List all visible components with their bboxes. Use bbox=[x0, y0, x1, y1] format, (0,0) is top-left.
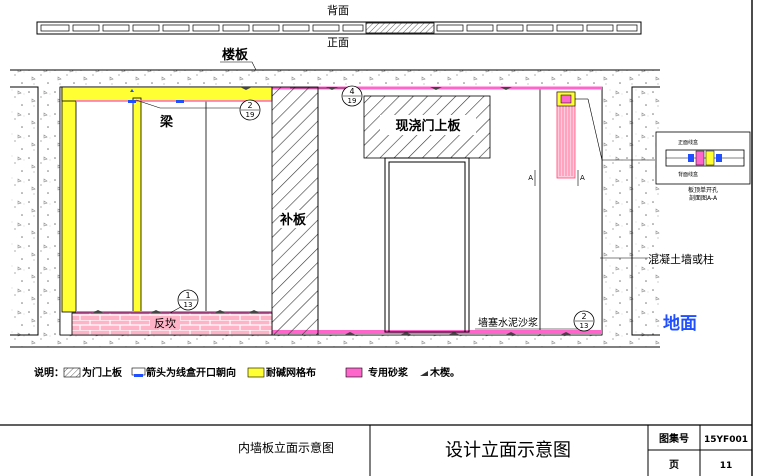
legend-title: 说明： bbox=[34, 366, 64, 379]
atlas-number-value: 15YF001 bbox=[704, 435, 748, 445]
door-lintel-label-bg bbox=[380, 115, 476, 135]
strip-hatched-segment bbox=[365, 22, 435, 34]
brick-base-label-bg bbox=[150, 316, 180, 329]
door-lintel-label: 现浇门上板 bbox=[395, 118, 461, 134]
left-mesh-strip bbox=[61, 86, 77, 313]
panel-strip: 背面 正面 bbox=[36, 3, 642, 49]
ground-label: 地面 bbox=[663, 313, 697, 334]
strip-cells bbox=[40, 24, 638, 32]
concrete-surround bbox=[10, 69, 660, 348]
callout-2-19: 2 19 bbox=[239, 99, 261, 121]
legend-box-swatch bbox=[131, 367, 146, 376]
legend-item-lintel: 为门上板 bbox=[82, 366, 123, 379]
atlas-number-label: 图集号 bbox=[659, 432, 689, 445]
wall-panels bbox=[59, 86, 603, 336]
callout-4-19-den: 19 bbox=[348, 97, 357, 105]
callout-2-13: 2 13 bbox=[573, 310, 595, 332]
mortar-label: 墙塞水泥沙浆 bbox=[478, 316, 538, 329]
wooden-wedges bbox=[92, 87, 572, 335]
beam-label: 梁 bbox=[159, 114, 174, 130]
door-opening bbox=[384, 157, 470, 333]
drawing-subtitle: 内墙板立面示意图 bbox=[238, 440, 334, 455]
section-markers: A A bbox=[528, 170, 585, 186]
detail-caption-1: 板顶单开孔 bbox=[688, 186, 718, 194]
brick-base-label: 反坎 bbox=[154, 317, 176, 330]
drawing-main-title: 设计立面示意图 bbox=[445, 440, 571, 461]
page-value: 11 bbox=[720, 461, 733, 471]
callout-2-19-den: 19 bbox=[246, 111, 255, 119]
floor-slab-label: 楼板 bbox=[222, 47, 249, 63]
legend-item-wedge: 木楔。 bbox=[429, 366, 460, 379]
callout-1-13: 1 13 bbox=[177, 289, 199, 311]
callout-1-13-num: 1 bbox=[185, 291, 190, 300]
detail-bottom-label: 背面线盒 bbox=[678, 171, 698, 178]
detail-caption-2: 剖面图A-A bbox=[689, 194, 718, 202]
callout-2-13-num: 2 bbox=[581, 312, 586, 321]
callout-2-13-den: 13 bbox=[580, 322, 589, 330]
strip-back-label: 背面 bbox=[327, 3, 349, 17]
yellow-mesh bbox=[61, 86, 273, 313]
legend-item-arrow: 箭头为线盒开口朝向 bbox=[146, 366, 236, 379]
page-label: 页 bbox=[669, 459, 679, 471]
section-marker-a-left: A bbox=[528, 174, 533, 182]
legend-yellow-swatch bbox=[247, 367, 265, 378]
concrete-label: 混凝土墙或柱 bbox=[648, 252, 714, 266]
legend-hatch-swatch bbox=[63, 367, 81, 378]
patch-board-label-bg bbox=[280, 210, 306, 228]
legend: 说明： 为门上板 箭头为线盒开口朝向 耐碱网格布 专用砂浆 木楔。 bbox=[34, 366, 460, 379]
legend-wedge-icon bbox=[420, 371, 428, 376]
section-detail-inset: 正面线盒 背面线盒 板顶单开孔 剖面图A-A bbox=[655, 131, 751, 202]
callout-4-19-num: 4 bbox=[349, 87, 354, 96]
callout-1-13-den: 13 bbox=[184, 301, 193, 309]
electrical-conduit bbox=[556, 91, 655, 179]
strip-front-label: 正面 bbox=[327, 36, 349, 49]
legend-item-mortar: 专用砂浆 bbox=[368, 366, 409, 379]
top-mesh-strip bbox=[61, 86, 273, 102]
beam-mesh-strip bbox=[132, 97, 142, 313]
detail-top-label: 正面线盒 bbox=[678, 139, 698, 146]
callout-4-19: 4 19 bbox=[341, 85, 363, 107]
blue-box-markers bbox=[128, 89, 184, 103]
section-marker-a-right: A bbox=[580, 174, 585, 182]
legend-item-mesh: 耐碱网格布 bbox=[266, 366, 316, 379]
callout-2-19-num: 2 bbox=[247, 101, 252, 110]
patch-board-label: 补板 bbox=[279, 212, 307, 228]
legend-pink-swatch bbox=[345, 367, 363, 378]
